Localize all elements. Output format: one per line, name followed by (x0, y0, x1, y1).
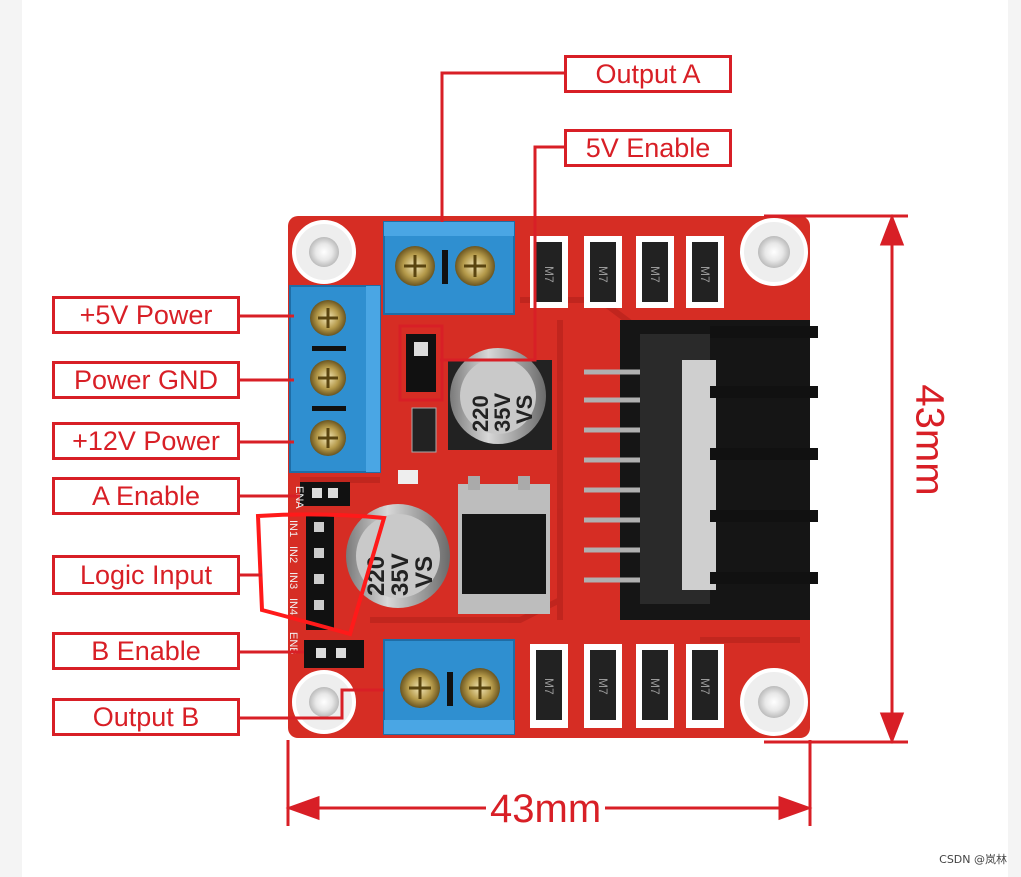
label-output-b: Output B (52, 698, 240, 736)
capacitor-bottom: 220 35V VS (346, 504, 450, 608)
cap-text: VS (512, 395, 537, 424)
cap-text: 220 (468, 395, 493, 432)
leader-lines (238, 71, 565, 720)
cap-text: VS (411, 556, 438, 588)
jumper-5v-enable (398, 324, 444, 402)
label-b-enable: B Enable (52, 632, 240, 670)
mounting-hole-bottom-right (740, 668, 808, 736)
label-output-a: Output A (564, 55, 732, 93)
diode-mark: M7 (648, 678, 662, 695)
pin-label-in4: IN4 (287, 598, 299, 615)
pin-header-logic (306, 514, 334, 630)
pin-label-in2: IN2 (287, 546, 299, 563)
diodes-bottom (530, 644, 724, 728)
diode-mark: M7 (542, 266, 556, 283)
label-a-enable: A Enable (52, 477, 240, 515)
mounting-hole-top-right (740, 218, 808, 286)
cap-text: 35V (490, 393, 515, 432)
terminal-output-a (383, 221, 515, 315)
label-logic-input: Logic Input (52, 555, 240, 595)
cap-text: 35V (387, 553, 414, 596)
label-5v-power: +5V Power (52, 296, 240, 334)
diode-mark: M7 (596, 678, 610, 695)
mounting-hole-top-left (292, 220, 356, 284)
diode-mark: M7 (698, 678, 712, 695)
terminal-output-b (383, 639, 515, 735)
terminal-power (289, 285, 381, 473)
watermark: CSDN @岚林 (939, 853, 1007, 866)
pin-label-ena: ENA (293, 486, 305, 509)
pin-label-in3: IN3 (287, 572, 299, 589)
mounting-hole-bottom-left (292, 670, 356, 734)
diode-mark: M7 (648, 266, 662, 283)
driver-chip-heatsink (584, 320, 818, 620)
pin-label-enb: ENB (287, 632, 299, 655)
smd-led (398, 470, 418, 484)
voltage-regulator (458, 476, 550, 614)
label-12v-power: +12V Power (52, 422, 240, 460)
logic-input-highlight (255, 512, 387, 637)
capacitor-top: 220 35V VS (448, 348, 552, 450)
diode-mark: M7 (698, 266, 712, 283)
pin-header-enb (304, 640, 364, 668)
diode-mark: M7 (596, 266, 610, 283)
pin-header-ena (300, 482, 350, 506)
dimension-height: 43mm (908, 380, 952, 500)
label-5v-enable: 5V Enable (564, 129, 732, 167)
label-power-gnd: Power GND (52, 361, 240, 399)
dimension-width: 43mm (486, 789, 606, 829)
diode-mark: M7 (542, 678, 556, 695)
smd-resistor (411, 407, 437, 453)
pin-label-in1: IN1 (287, 520, 299, 537)
diodes-top (530, 236, 724, 308)
